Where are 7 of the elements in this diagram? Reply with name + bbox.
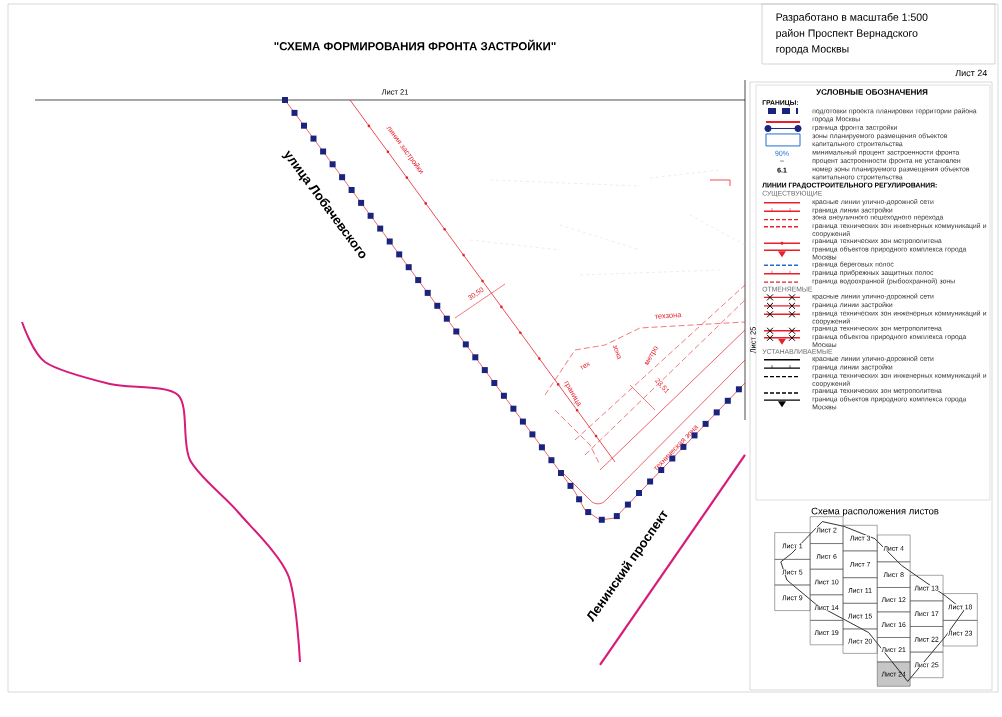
legend-heading: УСЛОВНЫЕ ОБОЗНАЧЕНИЯ	[816, 89, 928, 95]
header-text: Разработано в масштабе 1:500	[776, 13, 928, 23]
title: "СХЕМА ФОРМИРОВАНИЯ ФРОНТА ЗАСТРОЙКИ"	[274, 39, 556, 51]
header-text: район Проспект Вернадского	[776, 29, 918, 39]
sheet-scheme-title: Схема расположения листов	[811, 507, 939, 517]
sheet-number: Лист 24	[955, 69, 987, 77]
header-text: города Москвы	[776, 45, 849, 55]
